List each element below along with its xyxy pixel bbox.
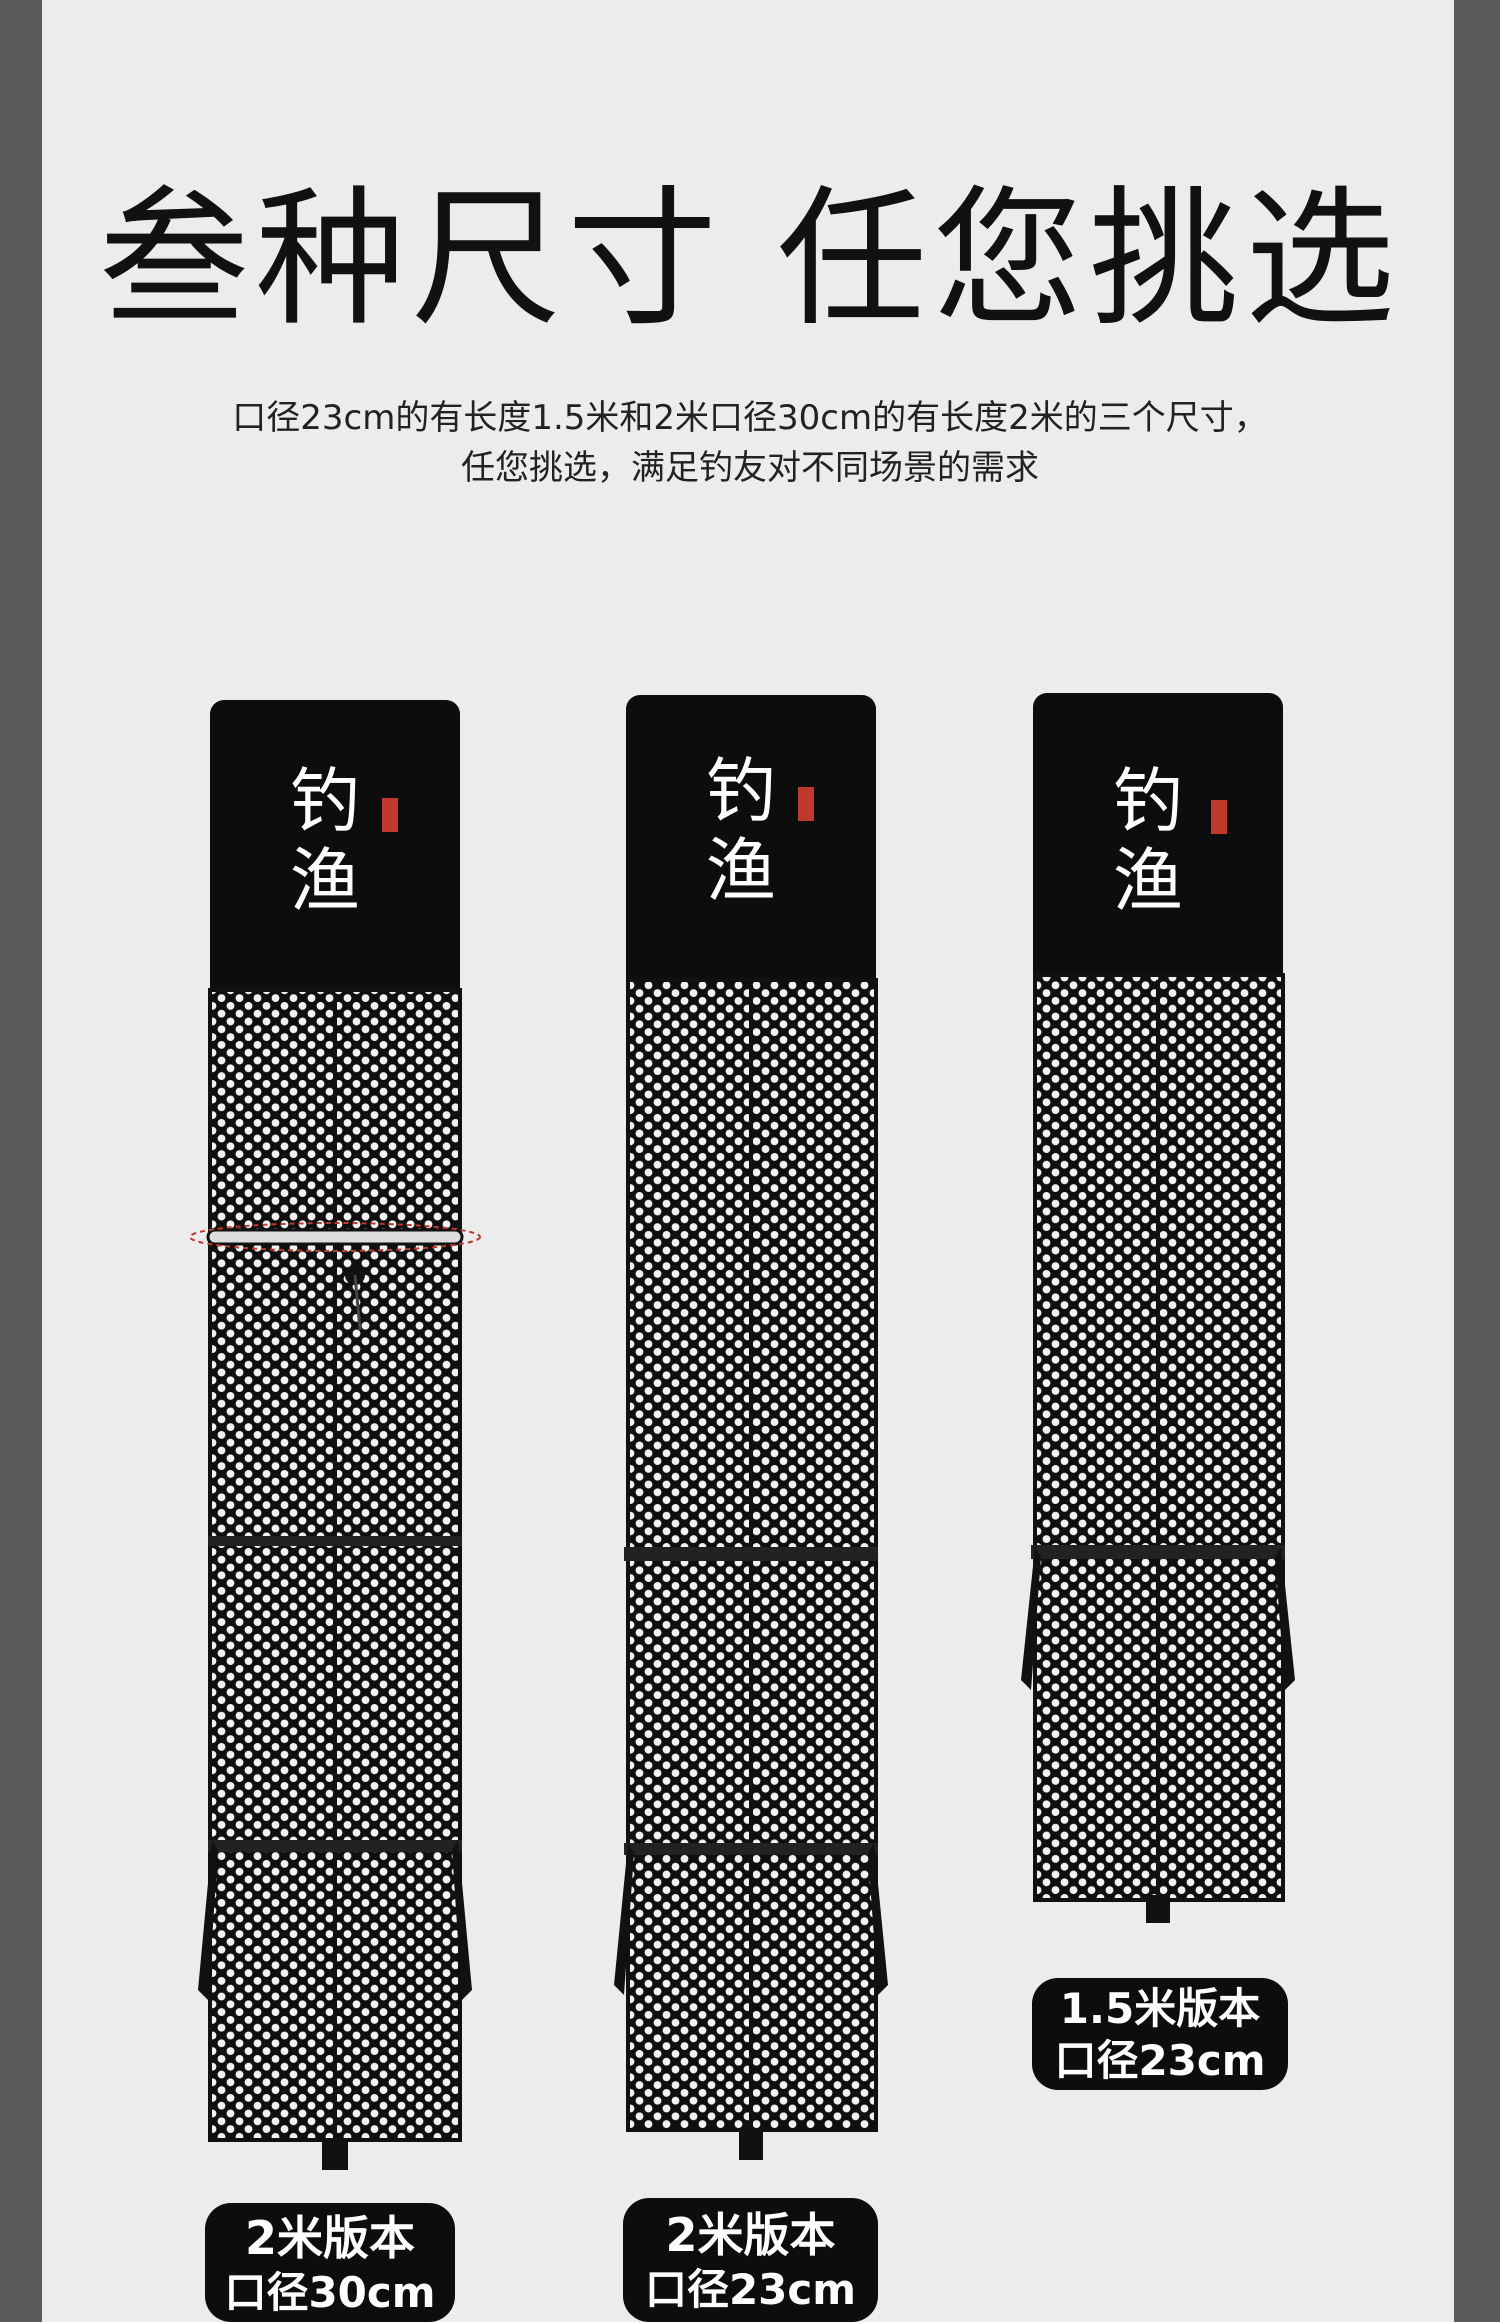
description-line-1: 口径23cm的有长度1.5米和2米口径30cm的有长度2米的三个尺寸， xyxy=(232,398,1268,438)
seal-stamp-2 xyxy=(798,787,814,821)
size-label-3: 1.5米版本 口径23cm xyxy=(1032,1978,1288,2090)
svg-text:渔: 渔 xyxy=(706,830,776,912)
diameter-label-1: 口径30cm xyxy=(224,2268,436,2317)
brand-logo-1: 钓 xyxy=(290,760,360,842)
brand-logo-3: 钓 xyxy=(1113,760,1183,842)
version-label-2: 2米版本 xyxy=(665,2208,836,2262)
size-label-1: 2米版本 口径30cm xyxy=(205,2203,455,2322)
content-panel-top xyxy=(42,0,1454,80)
size-label-2: 2米版本 口径23cm xyxy=(623,2198,878,2322)
version-label-3: 1.5米版本 xyxy=(1059,1984,1261,2033)
diameter-label-3: 口径23cm xyxy=(1054,2036,1266,2085)
headline: 叁种尺寸 任您挑选 xyxy=(99,173,1401,347)
description-line-2: 任您挑选，满足钓友对不同场景的需求 xyxy=(461,448,1039,488)
svg-text:渔: 渔 xyxy=(1113,840,1183,922)
seal-stamp-1 xyxy=(382,798,398,832)
fish-net-2m-30cm: 钓 渔 xyxy=(190,700,481,2170)
brand-logo-2: 钓 xyxy=(706,750,776,832)
version-label-1: 2米版本 xyxy=(244,2211,415,2265)
description: 口径23cm的有长度1.5米和2米口径30cm的有长度2米的三个尺寸， 任您挑选… xyxy=(0,393,1500,493)
fish-net-2m-23cm: 钓 渔 xyxy=(614,695,888,2160)
diameter-label-2: 口径23cm xyxy=(644,2265,857,2314)
svg-text:渔: 渔 xyxy=(290,840,360,922)
seal-stamp-3 xyxy=(1211,800,1227,834)
fish-net-1.5m-23cm: 钓 渔 xyxy=(1021,693,1295,1923)
